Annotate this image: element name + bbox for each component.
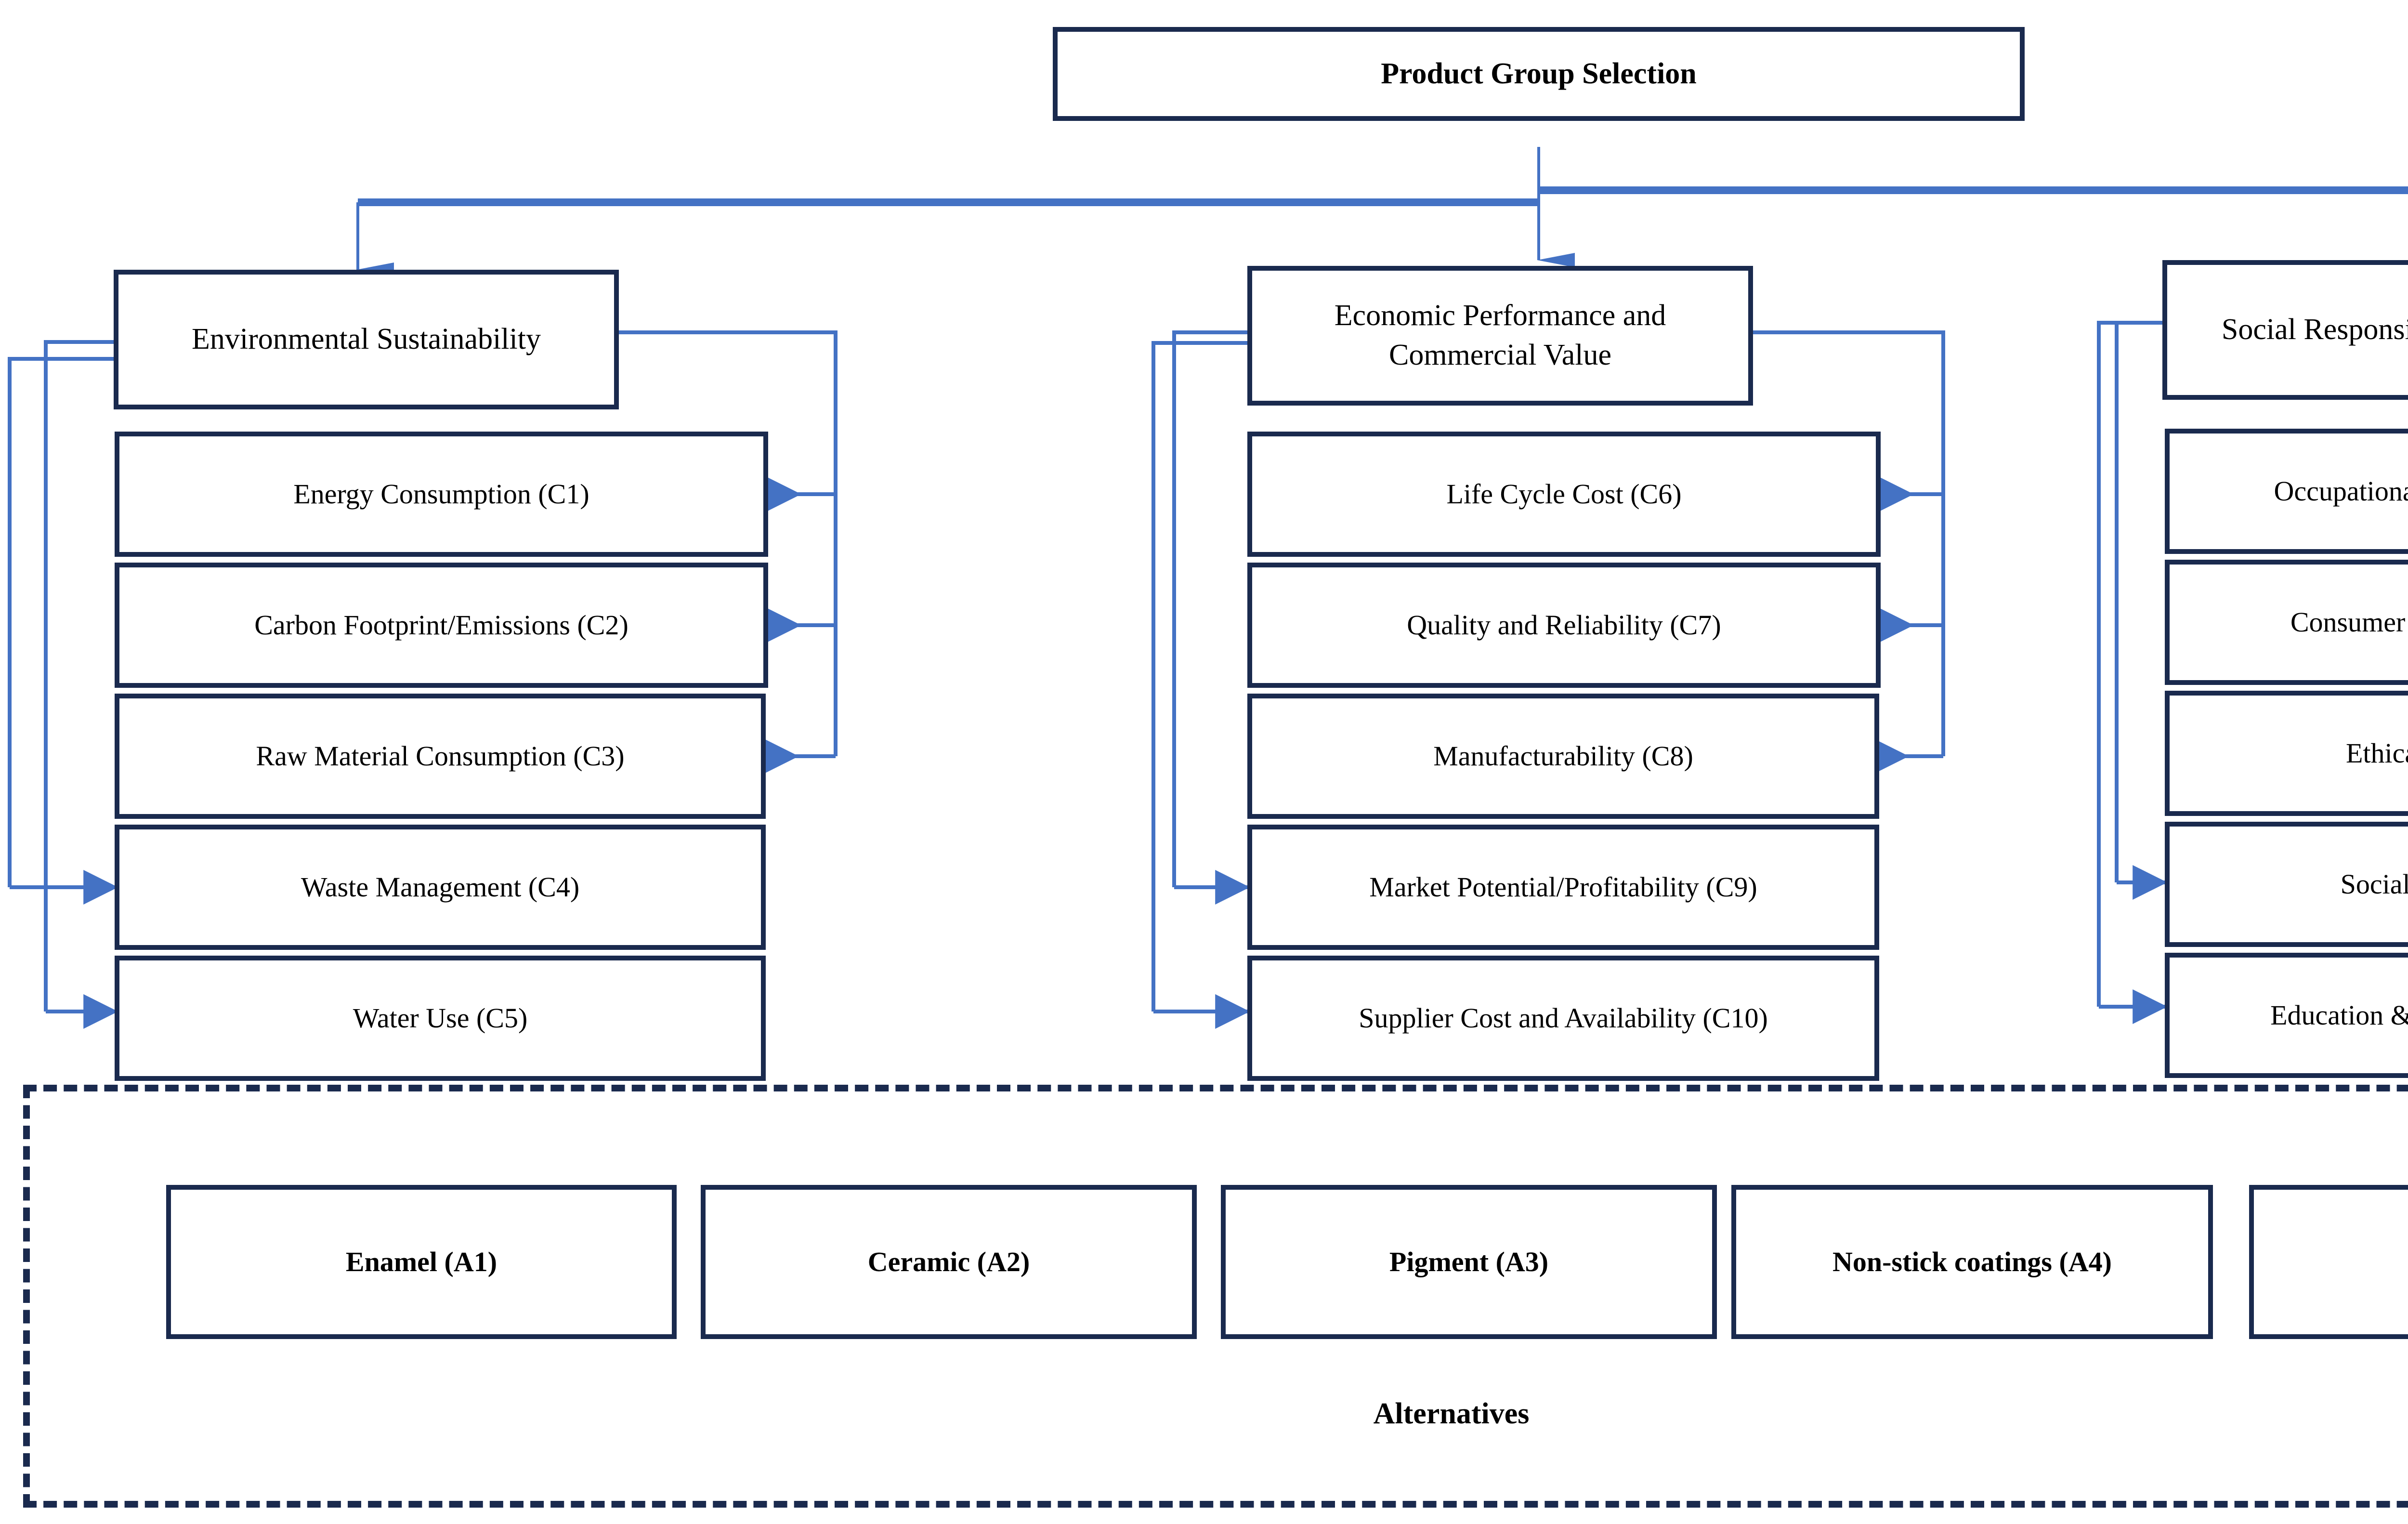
sub-criterion-label-c13: Ethical Production (C13) xyxy=(2345,737,2408,769)
sub-criterion-label-c4: Waste Management (C4) xyxy=(301,871,580,903)
criteria-group-node-g1[interactable]: Environmental Sustainability xyxy=(114,270,619,409)
goal-label: Product Group Selection xyxy=(1381,57,1697,90)
sub-criterion-label-c15: Education & Awareness Raising (C15) xyxy=(2270,999,2408,1031)
goal-node[interactable]: Product Group Selection xyxy=(1053,27,2025,121)
sub-criterion-label-c14: Social Contribution (C14) xyxy=(2340,868,2408,900)
criteria-group-label-g3: Social Responsibility and Ethics xyxy=(2221,313,2408,346)
sub-criterion-label-c9: Market Potential/Profitability (C9) xyxy=(1369,871,1757,903)
sub-criterion-label-c6: Life Cycle Cost (C6) xyxy=(1446,478,1682,510)
alternative-node-a3[interactable]: Pigment (A3) xyxy=(1221,1185,1717,1339)
sub-criterion-label-c7: Quality and Reliability (C7) xyxy=(1407,609,1721,641)
sub-criterion-node-c12[interactable]: Consumer Safety and Health (C12) xyxy=(2165,560,2408,685)
sub-criterion-node-c7[interactable]: Quality and Reliability (C7) xyxy=(1247,563,1881,688)
sub-criterion-node-c6[interactable]: Life Cycle Cost (C6) xyxy=(1247,432,1881,557)
sub-criterion-node-c5[interactable]: Water Use (C5) xyxy=(115,956,766,1081)
sub-criterion-label-c8: Manufacturability (C8) xyxy=(1433,740,1693,772)
alternative-node-a2[interactable]: Ceramic (A2) xyxy=(701,1185,1197,1339)
criteria-group-label-g1: Environmental Sustainability xyxy=(192,323,541,356)
alternative-node-a1[interactable]: Enamel (A1) xyxy=(166,1185,677,1339)
sub-criterion-label-c5: Water Use (C5) xyxy=(353,1002,528,1034)
criteria-group-node-g3[interactable]: Social Responsibility and Ethics xyxy=(2162,260,2408,400)
sub-criterion-node-c2[interactable]: Carbon Footprint/Emissions (C2) xyxy=(115,563,768,688)
sub-criterion-node-c1[interactable]: Energy Consumption (C1) xyxy=(115,432,768,557)
sub-criterion-node-c11[interactable]: Occupational Health and Safety (C11) xyxy=(2165,429,2408,554)
sub-criterion-node-c4[interactable]: Waste Management (C4) xyxy=(115,825,766,950)
sub-criterion-label-c10: Supplier Cost and Availability (C10) xyxy=(1359,1002,1768,1034)
sub-criterion-node-c13[interactable]: Ethical Production (C13) xyxy=(2165,691,2408,816)
sub-criterion-label-c1: Energy Consumption (C1) xyxy=(293,478,589,510)
alternatives-section-label: Alternatives xyxy=(1373,1397,1530,1430)
alternative-node-a4[interactable]: Non-stick coatings (A4) xyxy=(1731,1185,2213,1339)
sub-criterion-label-c2: Carbon Footprint/Emissions (C2) xyxy=(254,609,628,641)
alternative-label-a2: Ceramic (A2) xyxy=(867,1246,1030,1277)
alternative-label-a3: Pigment (A3) xyxy=(1389,1246,1549,1277)
alternative-label-a4: Non-stick coatings (A4) xyxy=(1832,1246,2112,1277)
sub-criterion-label-c3: Raw Material Consumption (C3) xyxy=(256,740,625,772)
sub-criterion-node-c15[interactable]: Education & Awareness Raising (C15) xyxy=(2165,953,2408,1078)
sub-criterion-node-c8[interactable]: Manufacturability (C8) xyxy=(1247,694,1879,819)
sub-criterion-node-c9[interactable]: Market Potential/Profitability (C9) xyxy=(1247,825,1879,950)
alternative-label-a1: Enamel (A1) xyxy=(345,1246,497,1277)
sub-criterion-node-c10[interactable]: Supplier Cost and Availability (C10) xyxy=(1247,956,1879,1081)
alternatives-container xyxy=(23,1085,2408,1508)
criteria-group-node-g2[interactable]: Economic Performance and Commercial Valu… xyxy=(1247,266,1753,406)
alternative-node-a5[interactable]: Glass (A5) xyxy=(2249,1185,2408,1339)
sub-criterion-label-c12: Consumer Safety and Health (C12) xyxy=(2290,606,2408,638)
sub-criterion-label-c11: Occupational Health and Safety (C11) xyxy=(2274,475,2408,507)
sub-criterion-node-c14[interactable]: Social Contribution (C14) xyxy=(2165,822,2408,947)
criteria-group-label-g2: Economic Performance and Commercial Valu… xyxy=(1334,299,1666,371)
sub-criterion-node-c3[interactable]: Raw Material Consumption (C3) xyxy=(115,694,766,819)
